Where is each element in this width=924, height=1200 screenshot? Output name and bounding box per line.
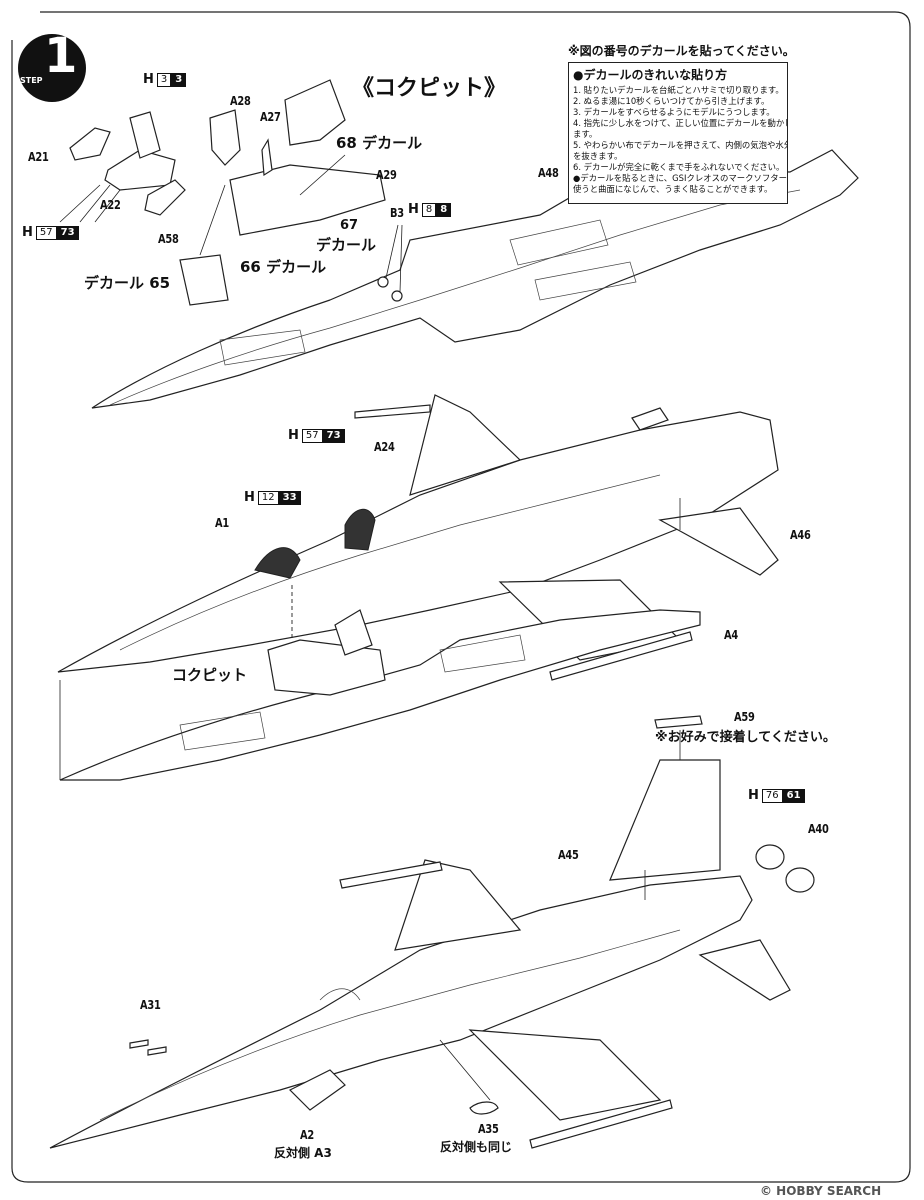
decal-label-68: 68 デカール <box>336 134 423 152</box>
a59-note: ※お好みで接着してください。 <box>655 730 836 745</box>
instruction-line: 3. デカールをすべらせるようにモデルにうつします。 <box>573 107 775 117</box>
part-label-a21: A21 <box>28 150 49 164</box>
hcode-value: 57 <box>35 225 57 240</box>
fuselage-half-top <box>91 149 859 409</box>
hcode-value: 8 <box>436 202 452 217</box>
hcode-value: 61 <box>782 788 805 803</box>
cockpit-label: コクピット <box>172 666 248 684</box>
seat-parts <box>59 111 186 223</box>
hcode-prefix: H <box>748 788 759 803</box>
hcode-h57-seat: H 57 73 <box>22 225 79 240</box>
hcode-h8: H 8 8 <box>408 202 452 217</box>
hcode-value: 76 <box>761 788 783 803</box>
hcode-value: 73 <box>322 428 345 443</box>
instruction-line: 2. ぬるま湯に10秒くらいつけてから引き上げます。 <box>573 96 770 106</box>
part-label-a59: A59 <box>734 710 755 724</box>
decal-label-67-number: 67 <box>340 218 359 233</box>
hcode-value: 73 <box>56 225 79 240</box>
part-label-a58: A58 <box>158 232 179 246</box>
step-badge-shape <box>18 34 86 102</box>
hcode-value: 3 <box>171 72 187 87</box>
part-label-a31: A31 <box>140 998 161 1012</box>
part-label-a46: A46 <box>790 528 811 542</box>
hcode-h76: H 76 61 <box>748 788 805 803</box>
cockpit-tub <box>179 79 386 306</box>
part-label-b3: B3 <box>390 206 404 220</box>
hcode-h12: H 12 33 <box>244 490 301 505</box>
hcode-prefix: H <box>244 490 255 505</box>
instruction-line: 使うと曲面になじんで、うまく貼ることができます。 <box>573 184 773 194</box>
decal-label-67: デカール <box>316 236 377 254</box>
aircraft-mid <box>57 394 779 681</box>
part-label-a29: A29 <box>376 168 397 182</box>
watermark: © HOBBY SEARCH <box>760 1184 882 1198</box>
aircraft-bottom <box>49 715 815 1149</box>
part-label-a22: A22 <box>100 198 121 212</box>
section-title: 《コクピット》 <box>352 76 507 101</box>
part-label-a4: A4 <box>724 628 738 642</box>
decal-note: ※図の番号のデカールを貼ってください。 <box>568 44 795 58</box>
part-label-a27: A27 <box>260 110 281 124</box>
hcode-prefix: H <box>408 202 419 217</box>
hcode-value: 12 <box>257 490 279 505</box>
hcode-value: 33 <box>278 490 301 505</box>
decal-instructions-box: ●デカールのきれいな貼り方 1. 貼りたいデカールを台紙ごとハサミで切り取ります… <box>568 62 788 204</box>
part-label-a35: A35 <box>478 1122 499 1136</box>
part-label-a45: A45 <box>558 848 579 862</box>
decal-instructions-title: ●デカールのきれいな貼り方 <box>573 68 728 82</box>
hcode-prefix: H <box>288 428 299 443</box>
part-label-a2: A2 <box>300 1128 314 1142</box>
page-frame <box>11 11 911 1183</box>
part-label-a48: A48 <box>538 166 559 180</box>
instruction-line: を抜きます。 <box>573 151 623 161</box>
part-label-a40: A40 <box>808 822 829 836</box>
instruction-line: ●デカールを貼るときに、GSIクレオスのマークソフターを <box>573 173 788 183</box>
hcode-h57-canopy: H 57 73 <box>288 428 345 443</box>
instruction-line: 1. 貼りたいデカールを台紙ごとハサミで切り取ります。 <box>573 85 784 95</box>
decal-label-66: 66 デカール <box>240 258 327 276</box>
hcode-value: 8 <box>421 202 437 217</box>
step-label: STEP <box>20 76 43 85</box>
part-label-a1: A1 <box>215 516 229 530</box>
instruction-line: 6. デカールが完全に乾くまで手をふれないでください。 <box>573 162 785 172</box>
hcode-prefix: H <box>143 72 154 87</box>
a35-opposite-note: 反対側も同じ <box>440 1140 513 1154</box>
pins-b3 <box>377 224 403 302</box>
instruction-line: 5. やわらかい布でデカールを押さえて、内側の気泡や水分 <box>573 140 788 150</box>
hcode-value: 3 <box>156 72 172 87</box>
instruction-line: 4. 指先に少し水をつけて、正しい位置にデカールを動かし <box>573 118 788 128</box>
instruction-line: ます。 <box>573 129 598 139</box>
part-label-a28: A28 <box>230 94 251 108</box>
hcode-value: 57 <box>301 428 323 443</box>
hcode-prefix: H <box>22 225 33 240</box>
decal-label-65: デカール 65 <box>84 274 171 292</box>
part-label-a24: A24 <box>374 440 395 454</box>
step-number: 1 <box>44 28 78 84</box>
a2-opposite-note: 反対側 A3 <box>274 1146 332 1160</box>
hcode-h3: H 3 3 <box>143 72 187 87</box>
fuselage-half-mid <box>59 609 701 781</box>
